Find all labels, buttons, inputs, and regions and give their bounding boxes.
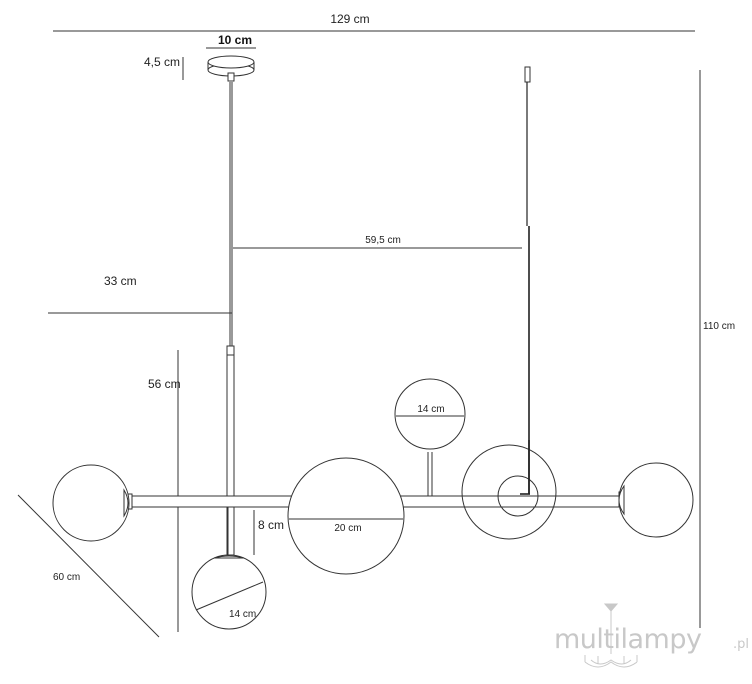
cable-length-label: 33 cm xyxy=(104,274,137,288)
brand-logo-suffix: .pl xyxy=(733,637,749,652)
total-width-label: 129 cm xyxy=(330,12,369,26)
chandelier-icon xyxy=(584,603,638,668)
small-top-globe xyxy=(394,378,466,450)
bottom-globe-holder xyxy=(213,555,245,559)
small-globe-label: 14 cm xyxy=(417,404,444,415)
right-cluster-inner-globe xyxy=(497,475,539,517)
right-globe-holder xyxy=(618,484,625,516)
left-globe-holder xyxy=(123,488,129,518)
rod-spacing-label: 59,5 cm xyxy=(365,235,401,246)
depth-line xyxy=(17,494,160,638)
canopy-cable-grip xyxy=(227,72,235,82)
dimension-lines xyxy=(17,30,701,638)
canopy-width-label: 10 cm xyxy=(218,33,252,47)
large-globe-label: 20 cm xyxy=(334,523,361,534)
total-height-label: 110 cm xyxy=(703,321,735,332)
large-globe xyxy=(287,457,405,575)
body-height-label: 56 cm xyxy=(148,377,181,391)
left-globe xyxy=(52,464,130,542)
bottom-globe xyxy=(191,554,267,630)
depth-label: 60 cm xyxy=(53,572,80,583)
diameter-lines xyxy=(195,415,464,611)
right-cluster-outer-globe xyxy=(461,444,557,540)
cables xyxy=(229,66,531,494)
watermark: multilampy .pl xyxy=(554,603,749,668)
right-cable-grip xyxy=(524,66,531,83)
bottom-globe-label: 14 cm xyxy=(229,609,256,620)
arm-drop-label: 8 cm xyxy=(258,518,284,532)
dimension-labels: 129 cm 10 cm 4,5 cm 59,5 cm 33 cm 56 cm … xyxy=(53,12,735,620)
bottom-globe-diameter xyxy=(195,581,264,611)
right-globe xyxy=(618,462,694,538)
canopy xyxy=(207,55,255,82)
canopy-top xyxy=(207,55,255,69)
stem-connector xyxy=(226,345,235,356)
brand-logo: multilampy xyxy=(554,624,702,655)
canopy-height-label: 4,5 cm xyxy=(144,55,180,69)
globes xyxy=(52,378,694,630)
